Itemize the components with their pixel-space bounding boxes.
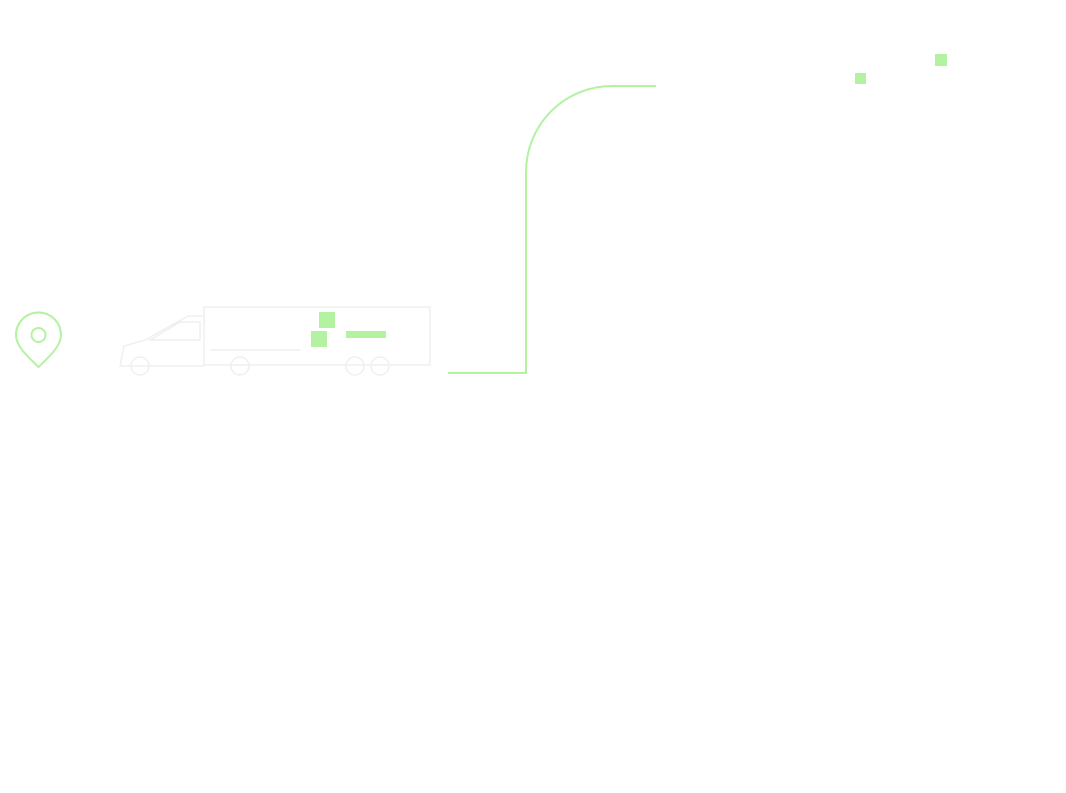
motion-blocks xyxy=(311,312,386,347)
scatter-dot xyxy=(935,54,947,66)
scatter-dots xyxy=(855,54,947,84)
scatter-dot xyxy=(855,73,866,84)
location-pin-icon xyxy=(14,311,63,369)
motion-block xyxy=(319,312,335,328)
motion-dash xyxy=(346,331,386,338)
motion-block xyxy=(311,331,327,347)
delivery-truck-icon xyxy=(119,306,431,376)
route-line xyxy=(448,85,656,374)
